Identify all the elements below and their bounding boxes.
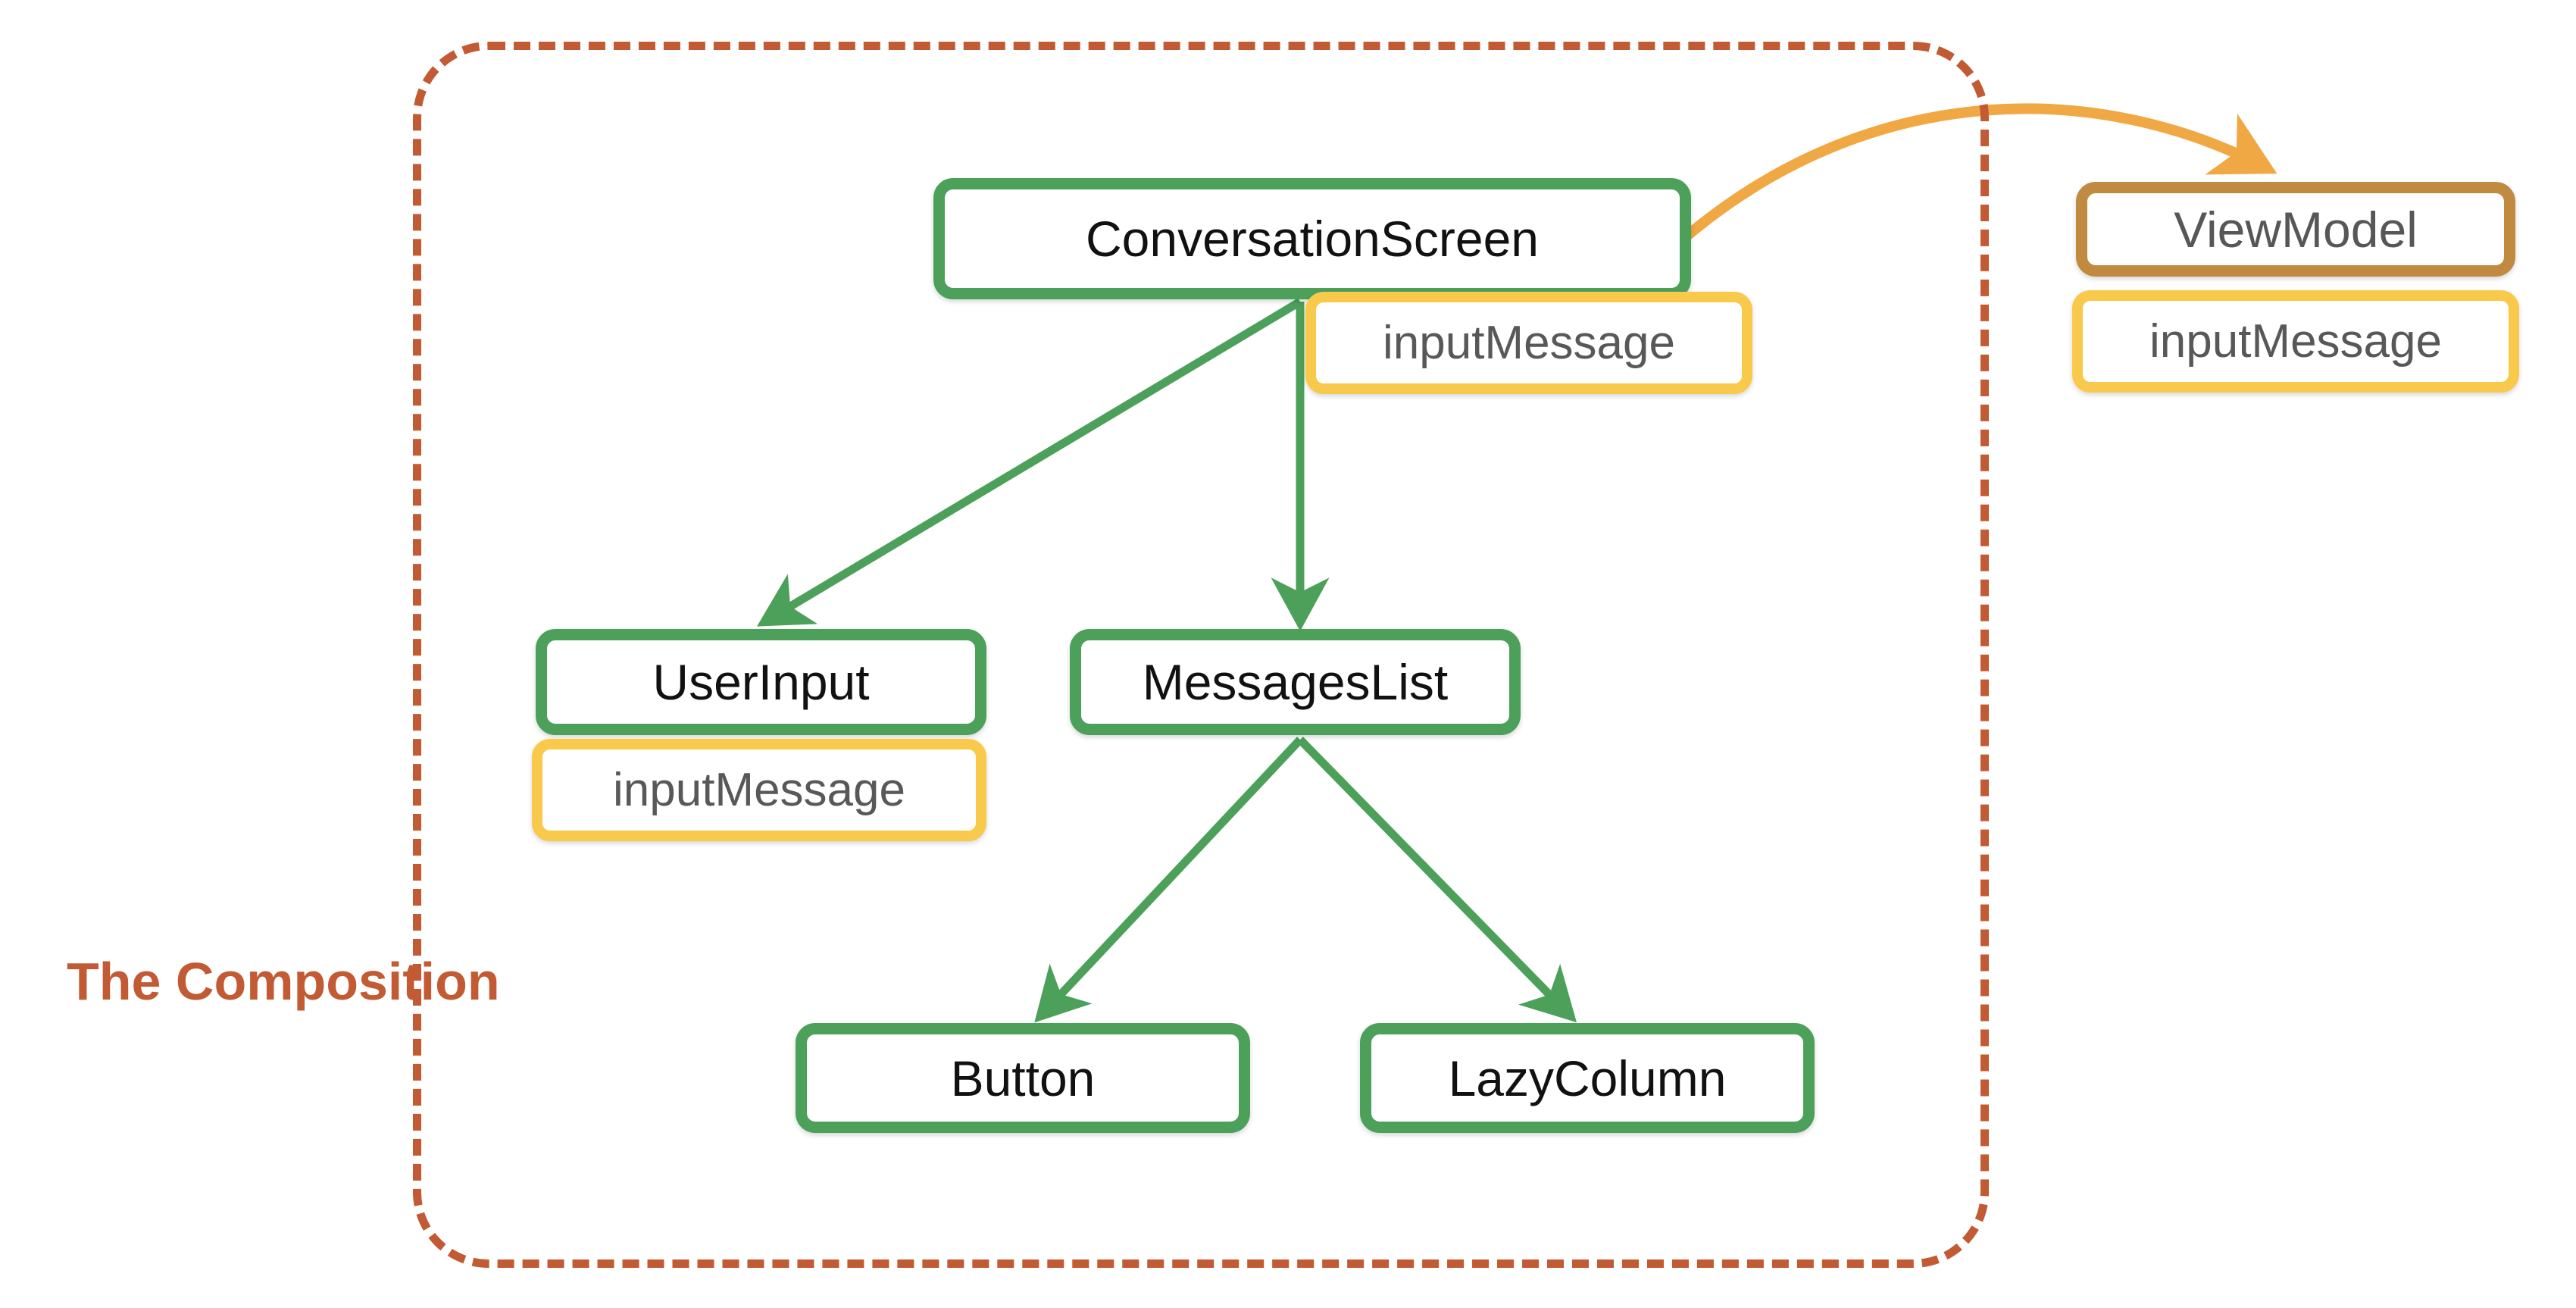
node-lazy-column[interactable]: LazyColumn <box>1360 1023 1815 1133</box>
composition-caption-label: The Composition <box>67 952 500 1011</box>
node-button-label: Button <box>950 1050 1096 1106</box>
badge-conversation-screen-input-message-label: inputMessage <box>1382 316 1676 369</box>
badge-conversation-screen-input-message[interactable]: inputMessage <box>1305 292 1752 394</box>
node-view-model-label: ViewModel <box>2174 201 2418 258</box>
node-button[interactable]: Button <box>796 1023 1250 1133</box>
node-messages-list-label: MessagesList <box>1142 654 1449 710</box>
badge-view-model-input-message[interactable]: inputMessage <box>2072 290 2519 393</box>
badge-user-input-input-message[interactable]: inputMessage <box>532 739 986 841</box>
node-user-input-label: UserInput <box>652 654 870 710</box>
composition-boundary <box>413 42 1989 1268</box>
node-view-model[interactable]: ViewModel <box>2076 182 2515 277</box>
node-messages-list[interactable]: MessagesList <box>1070 629 1521 735</box>
node-conversation-screen[interactable]: ConversationScreen <box>933 178 1691 299</box>
badge-user-input-input-message-label: inputMessage <box>612 763 906 816</box>
badge-view-model-input-message-label: inputMessage <box>2149 314 2443 368</box>
node-lazy-column-label: LazyColumn <box>1448 1050 1727 1106</box>
node-user-input[interactable]: UserInput <box>536 629 986 735</box>
node-conversation-screen-label: ConversationScreen <box>1086 211 1539 267</box>
